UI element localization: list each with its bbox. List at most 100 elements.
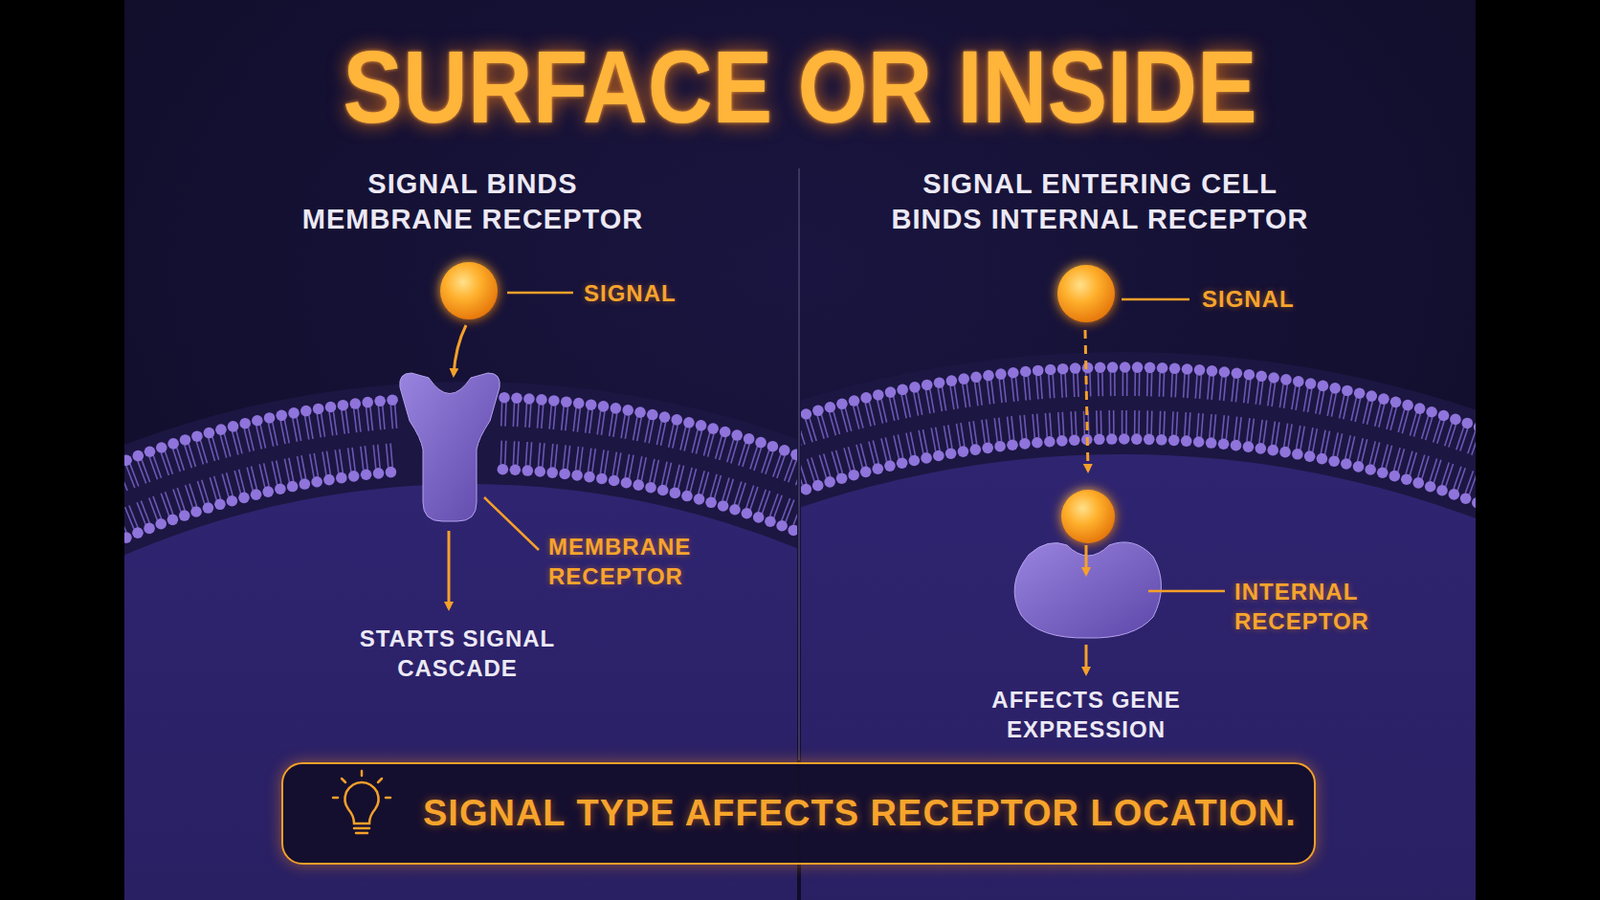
lipid-tail [761, 450, 770, 474]
lipid-tail [999, 418, 1002, 443]
lipid-head [787, 525, 798, 537]
lipid-tail [297, 456, 303, 481]
lipid-tail [517, 402, 519, 427]
lipid-tail [1448, 424, 1457, 448]
lipid-head [1044, 364, 1057, 377]
lipid-tail [954, 385, 958, 410]
lipid-head [995, 368, 1007, 380]
lipid-tail [549, 405, 552, 430]
lipid-head [933, 450, 945, 463]
lipid-tail [354, 408, 357, 433]
lipid-tail [1027, 376, 1030, 400]
lipid-head [1400, 473, 1413, 486]
lipid-head [741, 508, 754, 520]
lipid-head [812, 480, 824, 492]
lipid-head [1068, 434, 1081, 446]
lipid-tail [125, 507, 134, 530]
lipid-tail [386, 444, 389, 468]
lipid-tail [1187, 374, 1190, 399]
lipid-head [1131, 433, 1143, 445]
lipid-head [755, 437, 767, 449]
lipid-tail [504, 402, 508, 427]
lipid-tail [868, 401, 875, 425]
lipid-tail [130, 464, 139, 487]
lipid-head [1169, 363, 1181, 376]
lipid-tail [857, 404, 864, 428]
lipid-head [124, 454, 133, 467]
lipid-head [970, 372, 982, 384]
lipid-tail [589, 409, 593, 434]
lipid-tail [1062, 412, 1064, 437]
lipid-tail [587, 448, 591, 473]
lipid-head [571, 469, 583, 482]
lipid-tail [821, 414, 828, 438]
lipid-head [596, 473, 608, 486]
lipid-tail [1183, 374, 1185, 399]
lipid-tail [761, 490, 770, 514]
lipid-tail [714, 475, 722, 499]
lipid-tail [1333, 432, 1338, 456]
lipid-tail [382, 405, 385, 430]
lipid-tail [550, 444, 553, 468]
lipid-tail [247, 427, 254, 451]
lipid-head [1144, 362, 1156, 375]
lipid-tail [796, 463, 798, 486]
lipid-head [558, 468, 571, 481]
lipid-head [1069, 362, 1082, 375]
lipid-tail [333, 411, 337, 436]
lipid-tail [604, 450, 609, 475]
lipid-head [1180, 435, 1193, 447]
lipid-head [361, 397, 374, 409]
lipid-tail [223, 433, 230, 457]
lipid-head [1267, 372, 1280, 384]
lipid-tail [923, 429, 929, 454]
lipid-tail [800, 422, 805, 445]
lipid-tail [1061, 374, 1063, 399]
lipid-tail [339, 449, 344, 474]
lipid-head [884, 460, 896, 472]
lipid-tail [1058, 412, 1061, 437]
lipid-tail [575, 446, 578, 471]
lipid-head [1057, 363, 1069, 376]
lipid-head [573, 398, 585, 410]
lipid-tail [774, 495, 783, 518]
lipid-head [1438, 410, 1450, 423]
lipid-head [274, 483, 287, 495]
lipid-tail [666, 463, 672, 487]
result-label: STARTS SIGNAL CASCADE [342, 623, 573, 684]
lipid-tail [678, 466, 685, 489]
lipid-tail [738, 483, 747, 507]
lipid-tail [276, 460, 282, 484]
lipid-tail [377, 444, 380, 469]
lipid-head [1019, 438, 1031, 450]
lipid-head [546, 466, 558, 479]
lipid-tail [948, 424, 953, 449]
lipid-tail [1378, 404, 1385, 428]
lipid-head [669, 488, 682, 500]
lipid-head [776, 520, 788, 533]
lipid-tail [1259, 420, 1263, 445]
part-label: SIGNAL [583, 279, 709, 309]
lipid-tail [321, 413, 326, 438]
lipid-head [1155, 434, 1168, 446]
lipid-tail [1315, 390, 1321, 415]
lipid-head [800, 408, 812, 421]
lipid-head [933, 377, 946, 389]
lipid-head [945, 447, 957, 460]
lipid-head [1007, 367, 1020, 379]
lipid-tail [160, 493, 169, 517]
lipid-tail [173, 448, 181, 472]
lipid-tail [1176, 412, 1178, 437]
lipid-head [646, 409, 659, 422]
lipid-head [823, 476, 836, 489]
lipid-tail [1361, 439, 1368, 463]
lipid-tail [1295, 386, 1300, 411]
lipid-tail [935, 427, 940, 452]
lipid-tail [1020, 415, 1023, 440]
lipid-head [885, 386, 897, 399]
lipid-tail [1146, 372, 1149, 397]
lipid-head [498, 392, 511, 404]
lipid-tail [1468, 472, 1476, 496]
lipid-tail [633, 417, 638, 442]
